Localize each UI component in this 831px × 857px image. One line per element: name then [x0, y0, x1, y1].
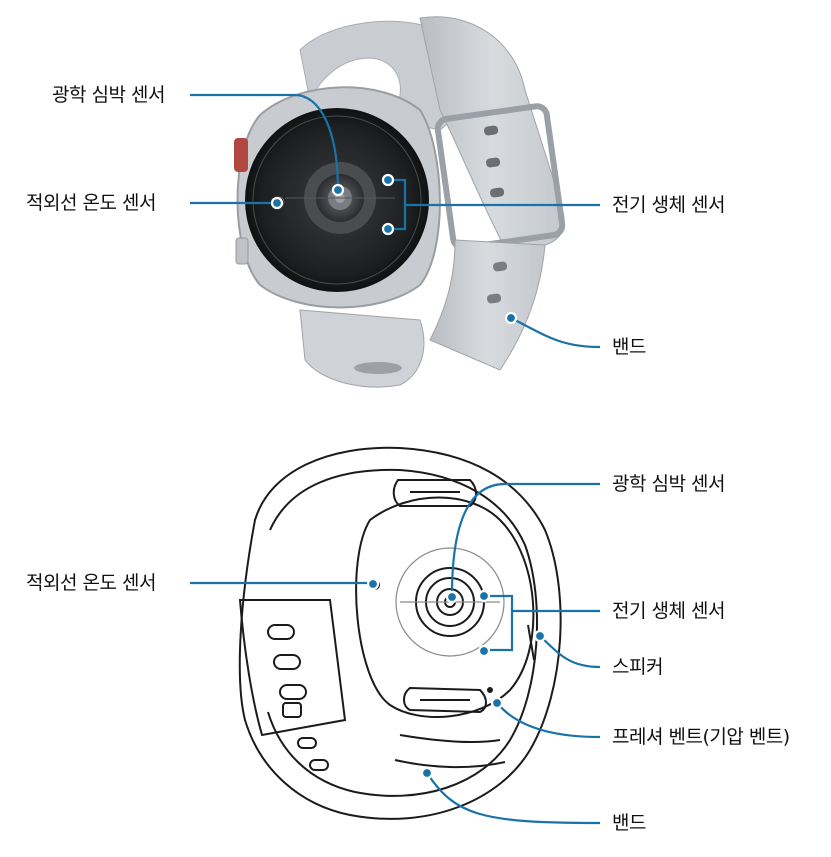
top-label-bioelectrical-sensor: 전기 생체 센서 [612, 194, 725, 216]
top-label-infrared-temp-sensor: 적외선 온도 센서 [26, 192, 156, 214]
bottom-label-band: 밴드 [612, 812, 646, 834]
top-label-band: 밴드 [612, 336, 646, 358]
top-band-bottom [299, 309, 425, 388]
bottom-label-infrared-temp-sensor: 적외선 온도 센서 [26, 572, 156, 594]
top-label-optical-heart-sensor: 광학 심박 센서 [52, 84, 165, 106]
top-band-back [299, 20, 462, 131]
bottom-label-pressure-vent: 프레셔 벤트(기압 벤트) [612, 726, 790, 748]
leader-lines [190, 93, 601, 825]
top-watch-illustration [234, 16, 566, 388]
bottom-label-bioelectrical-sensor: 전기 생체 센서 [612, 600, 725, 622]
top-band-right-lower [429, 239, 546, 371]
bottom-label-speaker: 스피커 [612, 656, 663, 678]
bottom-label-optical-heart-sensor: 광학 심박 센서 [612, 473, 725, 495]
top-band-buckle [434, 103, 566, 251]
bottom-watch-line-drawing [238, 446, 562, 820]
